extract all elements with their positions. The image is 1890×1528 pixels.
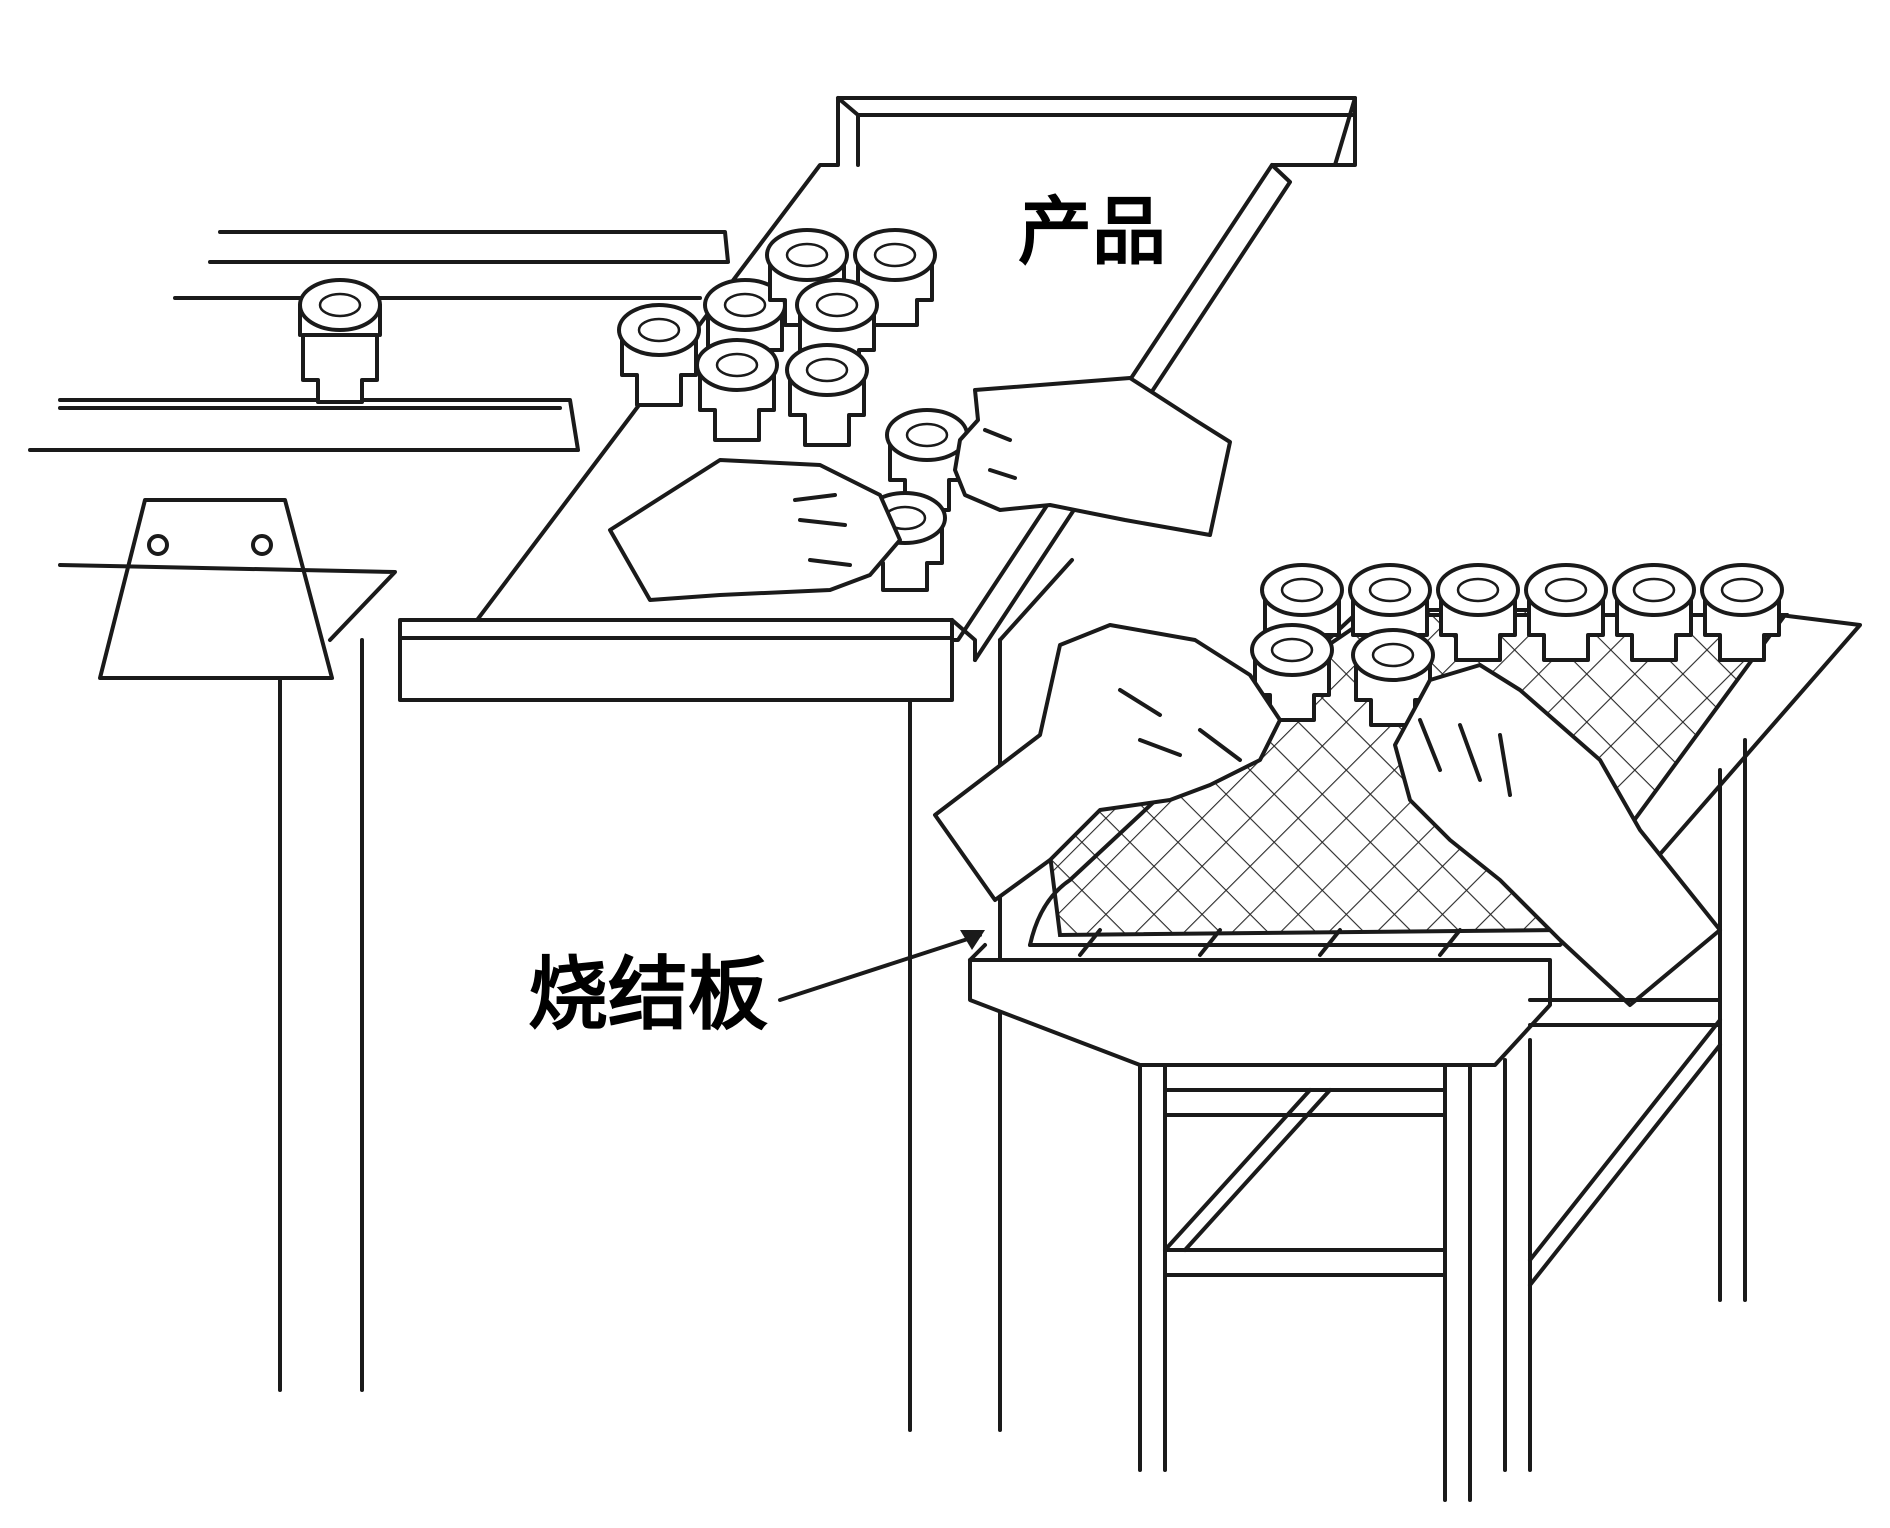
hands-at-chute: [608, 376, 1232, 602]
sinter-plate-leader: [778, 930, 985, 1002]
product-label: 产品: [1018, 189, 1166, 275]
sinter-plate-label: 烧结板: [528, 948, 768, 1041]
left-support-bracket: [58, 498, 397, 1392]
product-part: [1436, 563, 1520, 662]
sinter-plate-stand: [968, 738, 1747, 1502]
product-part: [1524, 563, 1608, 662]
product-part: [1700, 563, 1784, 662]
product-part: [617, 303, 701, 407]
product-part: [1612, 563, 1696, 662]
product-part: [1351, 628, 1435, 727]
product-part: [695, 338, 779, 442]
product-part: [785, 343, 869, 447]
left-rails: [28, 230, 730, 452]
product-part: [298, 278, 382, 404]
hands-at-plate: [933, 623, 1722, 1007]
chute-products: [298, 228, 969, 592]
plate-products: [1250, 563, 1784, 727]
product-part: [1250, 623, 1334, 722]
